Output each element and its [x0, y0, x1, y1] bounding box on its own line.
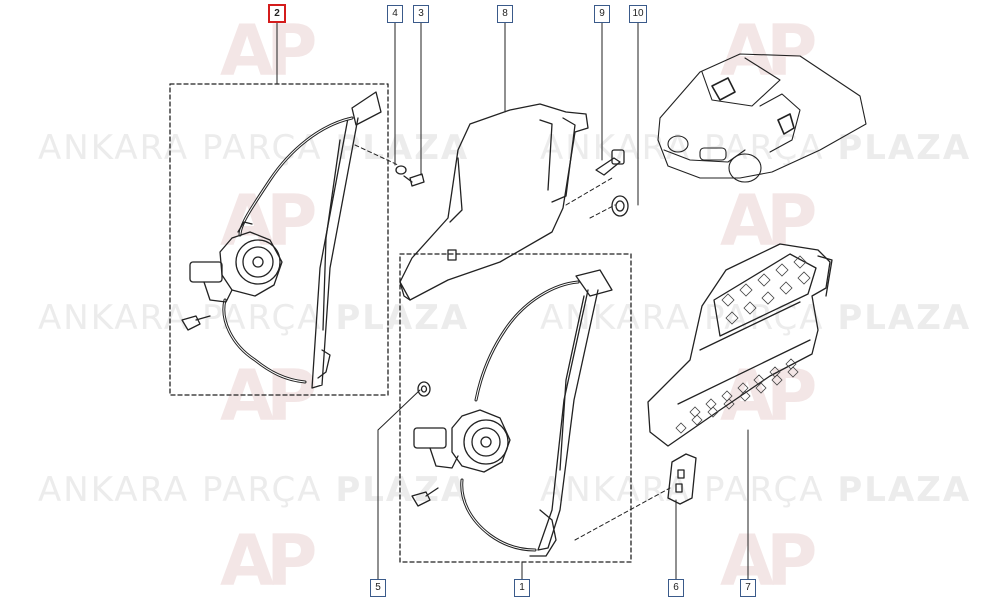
group-box-part-2: [169, 83, 389, 396]
callout-5[interactable]: 5: [370, 579, 386, 597]
callout-8[interactable]: 8: [497, 5, 513, 23]
bracket-part-6: [667, 453, 697, 505]
leader-5: [377, 389, 421, 581]
nut-part-5: [417, 381, 431, 397]
callout-7[interactable]: 7: [740, 579, 756, 597]
callout-4[interactable]: 4: [387, 5, 403, 23]
callout-9[interactable]: 9: [594, 5, 610, 23]
callout-6[interactable]: 6: [668, 579, 684, 597]
screw-part-9: [595, 149, 625, 176]
car-sketch: [657, 53, 867, 183]
callout-2[interactable]: 2: [268, 4, 286, 23]
callout-1[interactable]: 1: [514, 579, 530, 597]
bolt-part-3: [403, 173, 425, 187]
group-box-part-1: [399, 253, 632, 563]
callout-10[interactable]: 10: [629, 5, 647, 23]
clip-part-10: [611, 195, 629, 217]
door-panel-part-8: [399, 103, 589, 301]
window-regulator-lower: [411, 269, 613, 557]
callout-3[interactable]: 3: [413, 5, 429, 23]
insulation-pad-part-7: [647, 243, 833, 447]
insulation-texture: [675, 255, 811, 434]
window-regulator-upper: [181, 91, 382, 389]
nut-part-4: [395, 165, 407, 175]
